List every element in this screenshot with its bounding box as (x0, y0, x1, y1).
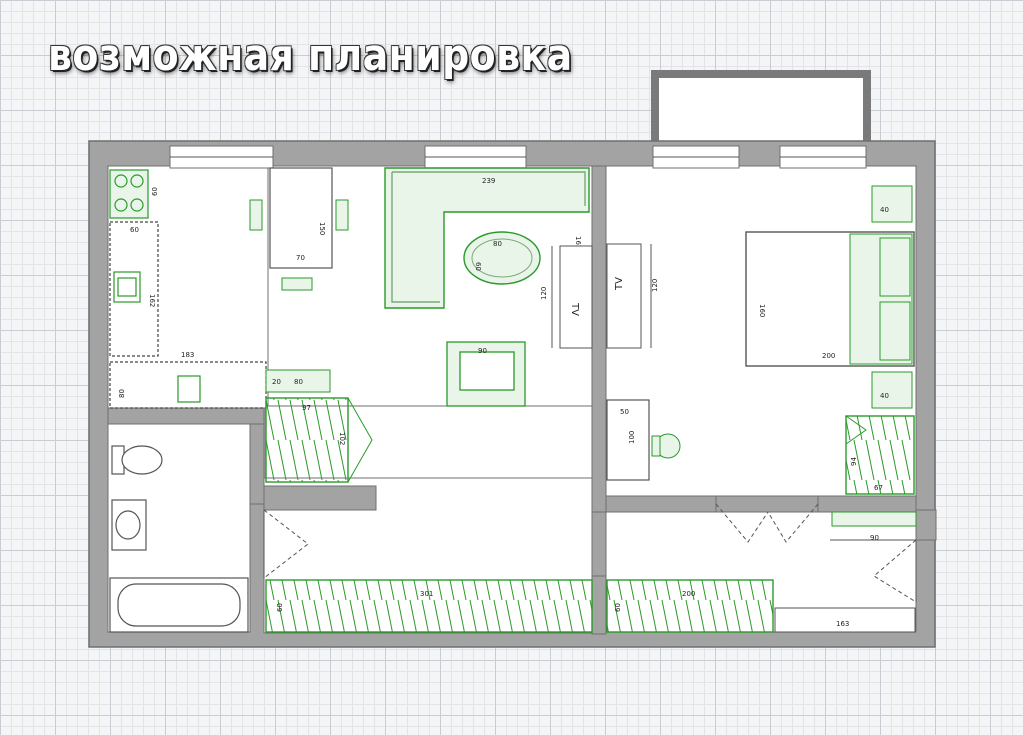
wardrobe-corridor (606, 579, 916, 633)
dim-sofa-len: 239 (482, 177, 495, 185)
bathroom-fixtures (109, 445, 249, 633)
wardrobe-hall (265, 579, 593, 633)
kitchen-unit (109, 169, 267, 409)
dim-wardrobe-d: 67 (874, 484, 883, 492)
dim-shelf-a: 20 (272, 378, 281, 386)
wall-right-stub (915, 509, 937, 541)
wall-center (591, 165, 607, 513)
dim-armchair: 90 (478, 347, 487, 355)
dim-night-a: 40 (880, 206, 889, 214)
wardrobe-bedroom (845, 415, 915, 495)
dim-desk-a: 50 (620, 408, 629, 416)
wall-center-lower (591, 575, 607, 635)
ottoman (463, 231, 541, 285)
chair-left (249, 199, 263, 231)
toilet (111, 445, 163, 475)
dim-kitchen-sink: 162 (148, 294, 156, 307)
tv-label-living: TV (569, 302, 580, 316)
pillow-bottom (879, 301, 911, 361)
balcony (651, 70, 871, 150)
dim-kitchen-low: 80 (118, 389, 126, 398)
fridge (177, 375, 201, 403)
desk (606, 399, 681, 481)
dim-tv-a: 120 (540, 287, 548, 300)
bedroom-door (715, 503, 819, 543)
dim-table-len: 150 (318, 222, 326, 235)
dim-closet-b: 60 (614, 603, 622, 612)
low-shelf (265, 369, 331, 393)
dim-bed-l: 200 (822, 352, 835, 360)
kitchen-counter (109, 221, 159, 357)
plan-title: возможная планировка (48, 30, 573, 81)
dim-hall-b: 163 (836, 620, 849, 628)
dim-sofa-side: 162 (574, 236, 582, 249)
sink (113, 271, 141, 303)
dim-wardrobe-b: 102 (338, 432, 346, 445)
chair-right (335, 199, 349, 231)
wall-bedroom-bottom (605, 495, 717, 513)
dim-night-b: 40 (880, 392, 889, 400)
washbasin (111, 499, 147, 551)
office-chair (651, 433, 681, 459)
tv-stand-living (551, 245, 593, 349)
nightstands (871, 185, 913, 409)
dining-table (249, 167, 349, 291)
hall-shelf (830, 511, 917, 541)
entrance-door (873, 539, 917, 603)
dim-closet-long: 301 (420, 590, 433, 598)
corner-sofa (384, 167, 590, 309)
dim-hall-a: 90 (870, 534, 879, 542)
dim-desk-b: 100 (628, 431, 636, 444)
wall-bedroom-bottom-r (817, 495, 917, 513)
bathroom-door (263, 509, 309, 579)
wardrobe-living (265, 397, 373, 483)
chair-bottom (281, 277, 313, 291)
dim-wardrobe-a: 97 (302, 404, 311, 412)
dim-kitchen-top: 60 (130, 226, 139, 234)
dim-kitchen-side: 60 (151, 187, 159, 196)
double-bed (745, 231, 915, 367)
pillow-top (879, 237, 911, 297)
tv-stand-bedroom (606, 243, 652, 349)
dim-wardrobe-c: 94 (850, 457, 858, 466)
wall-hall-stub (263, 485, 377, 511)
wall-bath-right (249, 423, 265, 505)
armchair (446, 341, 526, 407)
tv-label-bedroom: TV (614, 277, 625, 291)
dim-kitchen-counter: 183 (181, 351, 194, 359)
dim-pouf-a: 80 (493, 240, 502, 248)
wall-bath-top (107, 407, 265, 425)
dim-shelf-b: 80 (294, 378, 303, 386)
dim-pouf-b: 60 (474, 262, 482, 271)
interior-walls (107, 165, 937, 635)
kitchen-low-counter (109, 361, 267, 409)
bathtub (109, 577, 249, 633)
dim-bed-w: 160 (758, 304, 766, 317)
dim-closet-a: 60 (276, 603, 284, 612)
dim-table-w: 70 (296, 254, 305, 262)
dim-closet-right: 200 (682, 590, 695, 598)
dim-tv-b: 120 (651, 279, 659, 292)
